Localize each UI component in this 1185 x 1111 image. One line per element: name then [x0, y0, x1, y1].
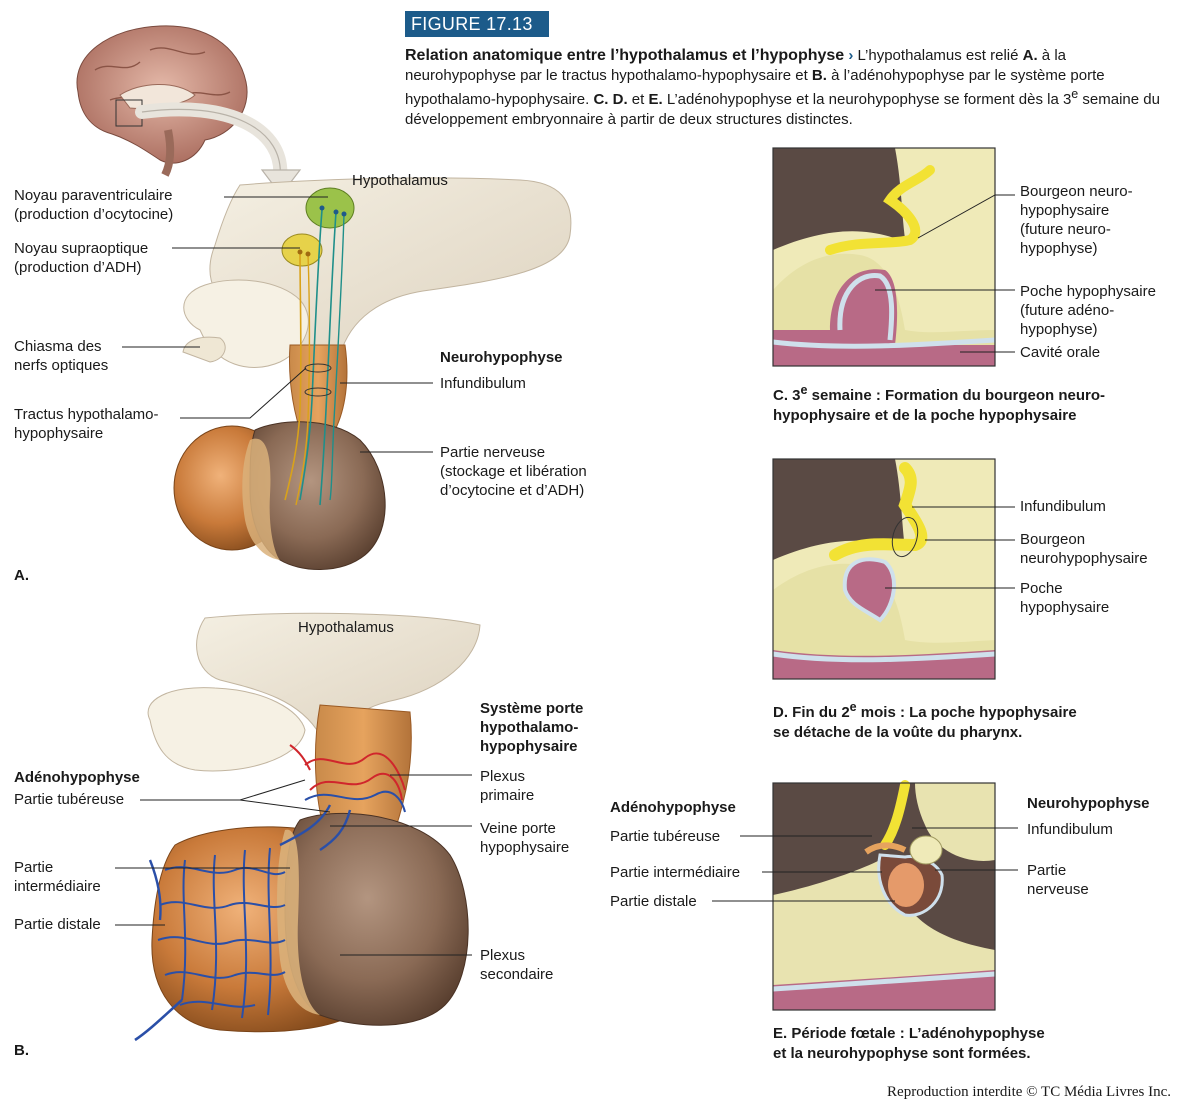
panel-c-leader-lines: [875, 194, 1015, 353]
label-e-partie-tubereuse: Partie tubéreuse: [610, 828, 721, 845]
desc-part-1: L’hypothalamus est relié: [853, 47, 1019, 64]
panel-d-frame: [772, 458, 996, 680]
caption-d-post: mois : La poche hypophysaire se détache …: [773, 704, 1077, 741]
label-a-hypothalamus: Hypothalamus: [352, 172, 448, 189]
panel-a-illustration: [173, 177, 572, 570]
label-b-hypothalamus: Hypothalamus: [298, 619, 394, 636]
panel-b-leader-lines: [115, 774, 472, 956]
copyright-notice: Reproduction interdite © TC Média Livres…: [887, 1084, 1171, 1100]
label-c-bourgeon: Bourgeon neuro- hypophysaire (future neu…: [1020, 183, 1133, 257]
panel-c-frame: [772, 147, 996, 367]
figure-number-badge: FIGURE 17.13: [405, 11, 549, 37]
label-a-tract: Tractus hypothalamo- hypophysaire: [14, 406, 159, 442]
desc-part-5: L’adénohypophyse et la neurohypophyse se…: [662, 91, 1072, 108]
caption-d-pre: D. Fin du 2: [773, 704, 850, 721]
desc-part-6: semaine du développement embryonnaire à …: [405, 91, 1160, 128]
label-b-adenohypophyse: Adénohypophyse: [14, 769, 140, 786]
desc-ref-cd: C. D.: [593, 91, 628, 108]
label-d-bourgeon: Bourgeon neurohypophysaire: [1020, 531, 1148, 567]
panel-a-leader-lines: [122, 196, 433, 453]
chevron-right-icon: ›: [848, 47, 854, 64]
label-a-partie-nerveuse: Partie nerveuse (stockage et libération …: [440, 444, 587, 499]
label-a-supraoptic: Noyau supraoptique (production d’ADH): [14, 240, 149, 276]
panel-e-illustration: [772, 780, 996, 1010]
figure-title: Relation anatomique entre l’hypothalamus…: [405, 47, 845, 64]
label-d-infundibulum: Infundibulum: [1020, 498, 1106, 515]
caption-c-sup: e: [800, 383, 808, 397]
panel-d-leader-lines: [885, 506, 1015, 589]
panel-d-illustration: [772, 459, 996, 679]
label-b-plexus-secondaire: Plexus secondaire: [480, 947, 554, 983]
desc-part-2: à la neurohypophyse par le tractus hypot…: [405, 47, 1066, 84]
label-e-infundibulum: Infundibulum: [1027, 821, 1113, 838]
label-a-infundibulum: Infundibulum: [440, 375, 526, 392]
panel-b-letter: B.: [14, 1042, 29, 1059]
caption-c-post: semaine : Formation du bourgeon neuro- h…: [773, 387, 1105, 424]
panel-b-illustration: [134, 612, 481, 1042]
caption-d-sup: e: [849, 700, 857, 714]
desc-part-4: et: [627, 91, 649, 108]
panel-e-leader-lines: [712, 827, 1018, 902]
desc-ref-b: B.: [811, 66, 827, 84]
label-d-poche: Poche hypophysaire: [1020, 580, 1110, 616]
label-b-veine-porte: Veine porte hypophysaire: [480, 820, 570, 856]
label-c-poche: Poche hypophysaire (future adéno- hypoph…: [1020, 283, 1156, 338]
label-c-cavite: Cavité orale: [1020, 344, 1101, 361]
label-a-neurohypophyse: Neurohypophyse: [440, 349, 563, 366]
desc-ref-a: A.: [1022, 47, 1038, 64]
label-e-partie-intermediaire: Partie intermédiaire: [610, 864, 741, 881]
caption-e: E. Période fœtale : L’adénohypophyse et …: [773, 1025, 1045, 1062]
label-a-chiasma: Chiasma des nerfs optiques: [14, 338, 109, 374]
label-b-plexus-primaire: Plexus primaire: [480, 768, 535, 804]
caption-c-pre: C. 3: [773, 387, 801, 404]
panel-a-letter: A.: [14, 567, 29, 584]
desc-ref-e: E.: [648, 91, 663, 108]
desc-part-3: à l’adénohypophyse par le système porte …: [405, 66, 1105, 109]
panel-e-frame: [772, 782, 996, 1011]
label-b-partie-intermediaire: Partie intermédiaire: [14, 859, 101, 895]
caption-d: D. Fin du 2e mois : La poche hypophysair…: [773, 697, 1173, 743]
label-e-partie-distale: Partie distale: [610, 893, 697, 910]
panel-c-illustration: [772, 148, 996, 366]
figure-description: Relation anatomique entre l’hypothalamus…: [405, 46, 1165, 129]
brain-thumbnail: [76, 25, 302, 196]
label-e-adenohypophyse: Adénohypophyse: [610, 799, 736, 816]
label-a-paraventricular: Noyau paraventriculaire (production d’oc…: [14, 187, 174, 223]
desc-superscript: e: [1071, 87, 1079, 101]
label-b-systeme-porte: Système porte hypothalamo- hypophysaire: [480, 700, 584, 755]
caption-c: C. 3e semaine : Formation du bourgeon ne…: [773, 380, 1173, 426]
label-b-partie-tubereuse: Partie tubéreuse: [14, 791, 125, 808]
label-e-neurohypophyse: Neurohypophyse: [1027, 795, 1150, 812]
label-e-partie-nerveuse: Partie nerveuse: [1027, 862, 1089, 898]
label-b-partie-distale: Partie distale: [14, 916, 101, 933]
